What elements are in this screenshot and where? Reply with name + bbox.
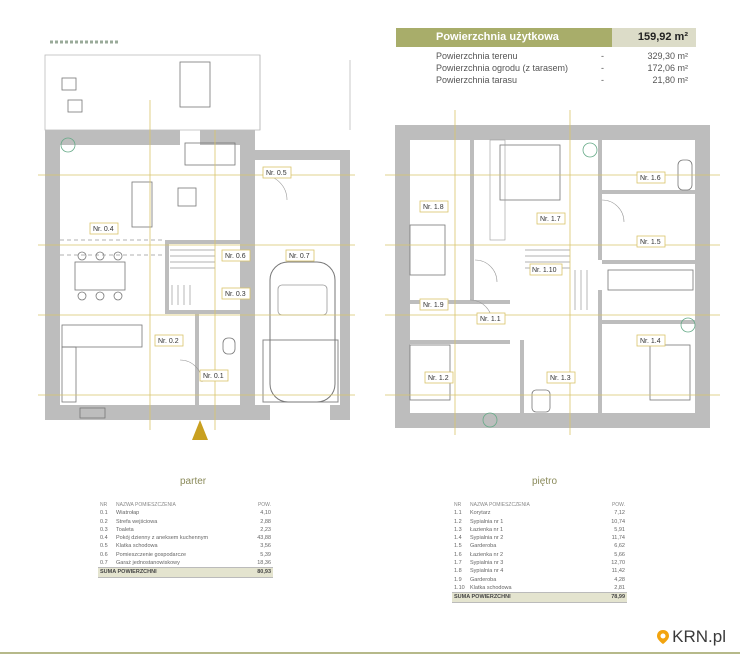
wardrobe-icon — [607, 269, 694, 291]
room-tag: Nr. 0.4 — [93, 226, 114, 233]
room-tag: Nr. 0.2 — [158, 338, 179, 345]
bottom-divider — [0, 652, 740, 654]
plant-icon — [582, 142, 598, 158]
room-tag: Nr. 1.4 — [640, 338, 661, 345]
krn-logo[interactable]: KRN.pl — [656, 627, 726, 647]
logo-text: KRN.pl — [672, 627, 726, 646]
room-tag: Nr. 1.9 — [423, 302, 444, 309]
room-tag: Nr. 1.7 — [540, 216, 561, 223]
location-pin-icon — [657, 630, 670, 644]
summary-row: Powierzchnia tarasu - 21,80 m² — [436, 75, 688, 85]
room-tag: Nr. 0.7 — [289, 253, 310, 260]
usable-area-label: Powierzchnia użytkowa — [396, 28, 612, 47]
summary-row: Powierzchnia terenu - 329,30 m² — [436, 51, 688, 61]
table-header: NR NAZWA POMIESZCZENIA POW. — [454, 502, 625, 508]
sofa-icon — [184, 142, 236, 166]
plant-icon — [60, 137, 76, 153]
terrace-table-icon — [179, 61, 211, 108]
dining-table-icon — [74, 261, 126, 291]
upper-floor-plan: Nr. 1.6 Nr. 1.8 Nr. 1.7 Nr. 1.5 Nr. 1.10… — [385, 110, 720, 435]
room-tag: Nr. 1.8 — [423, 204, 444, 211]
usable-area-value: 159,92 m² — [612, 28, 696, 47]
summary-row: Powierzchnia ogrodu (z tarasem) - 172,06… — [436, 63, 688, 73]
plant-icon — [680, 317, 696, 333]
sink-icon — [79, 407, 106, 419]
table-header: NR NAZWA POMIESZCZENIA POW. — [100, 502, 271, 508]
bathtub-icon — [531, 389, 551, 413]
ground-floor-plan: Nr. 0.5 Nr. 0.4 Nr. 0.6 Nr. 0.7 Nr. 0.3 … — [38, 40, 355, 440]
room-tag: Nr. 0.6 — [225, 253, 246, 260]
kitchen-island-icon — [61, 324, 143, 348]
room-tag: Nr. 1.2 — [428, 375, 449, 382]
room-tag: Nr. 1.10 — [532, 267, 557, 274]
upper-floor-label: piętro — [532, 476, 558, 487]
room-tag: Nr. 0.1 — [203, 373, 224, 380]
floor-plans: Nr. 0.5 Nr. 0.4 Nr. 0.6 Nr. 0.7 Nr. 0.3 … — [38, 40, 720, 440]
ground-floor-label: parter — [180, 476, 207, 487]
usable-area-row: Powierzchnia użytkowa 159,92 m² — [396, 28, 696, 47]
room-tag: Nr. 1.1 — [480, 316, 501, 323]
room-tag: Nr. 1.5 — [640, 239, 661, 246]
bed-icon — [649, 344, 691, 401]
area-summary: Powierzchnia użytkowa 159,92 m² Powierzc… — [396, 28, 696, 86]
room-tag: Nr. 1.3 — [550, 375, 571, 382]
lounger-icon — [67, 99, 83, 113]
lounger-icon — [61, 77, 77, 91]
room-tag: Nr. 0.3 — [225, 291, 246, 298]
toilet-icon — [222, 337, 236, 355]
room-tag: Nr. 0.5 — [266, 170, 287, 177]
bed-icon — [409, 224, 446, 276]
table-total-row: SUMA POWIERZCHNI 78,99 — [452, 592, 627, 603]
room-tag: Nr. 1.6 — [640, 175, 661, 182]
plant-icon — [482, 412, 498, 428]
bed-icon — [499, 144, 561, 201]
table-total-row: SUMA POWIERZCHNI 80,93 — [98, 567, 273, 578]
car-icon — [269, 261, 336, 403]
entrance-arrow-icon — [192, 420, 208, 440]
